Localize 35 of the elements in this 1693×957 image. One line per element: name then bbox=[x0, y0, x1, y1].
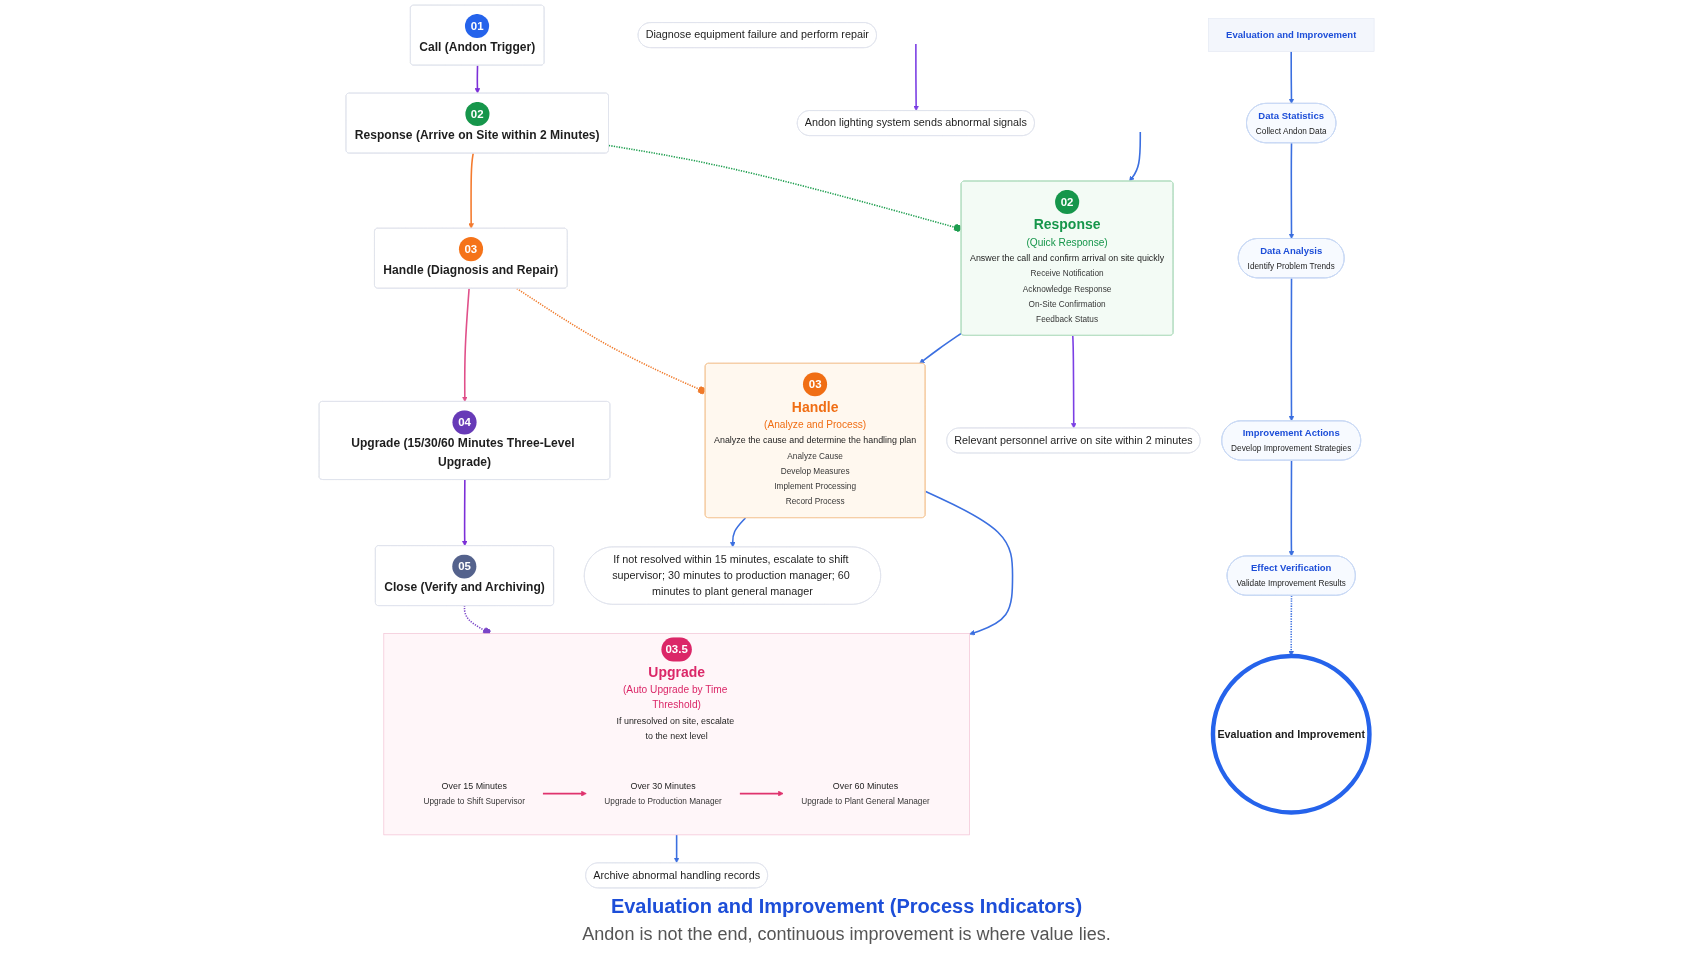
node-text: Andon lighting system sends abnormal signals bbox=[804, 116, 1027, 129]
arrow bbox=[729, 517, 747, 548]
arrow bbox=[1288, 277, 1295, 422]
arrow bbox=[474, 64, 481, 94]
node-text: 04 Upgrade (15/30/60 Minutes Three-Level Upgrade) bbox=[351, 416, 575, 468]
node-box: Evaluation and Improvement bbox=[1207, 18, 1375, 52]
caption: Andon is not the end, continuous improvement is where value lies. bbox=[582, 924, 1111, 945]
arrow bbox=[1288, 142, 1295, 240]
node-text: Relevant personnel arrive on site within 2 minutes bbox=[954, 434, 1193, 447]
arrow bbox=[468, 152, 474, 229]
node-text: 01 Call (Andon Trigger) bbox=[419, 19, 536, 54]
arrow bbox=[924, 490, 1014, 636]
arrow bbox=[541, 790, 587, 797]
arrow bbox=[461, 287, 470, 402]
arrow bbox=[1288, 459, 1295, 557]
arrow bbox=[1070, 334, 1077, 429]
node-text: Diagnose equipment failure and perform repair bbox=[645, 28, 869, 41]
node-text: Over 30 Minutes Upgrade to Production Manager bbox=[604, 780, 722, 807]
section-heading: Evaluation and Improvement (Process Indicators) bbox=[610, 895, 1083, 918]
node-text: Over 15 Minutes Upgrade to Shift Supervisor bbox=[423, 780, 525, 807]
node-text: If not resolved within 15 minutes, escalate to shift supervisor; 30 minutes to production manager; 60 minutes to plant general manager bbox=[612, 553, 850, 598]
arrow bbox=[461, 479, 468, 547]
node-text: 05 Close (Verify and Archiving) bbox=[384, 560, 545, 594]
node-text: 02 Response (Arrive on Site within 2 Minutes) bbox=[354, 107, 600, 142]
arrow bbox=[738, 790, 784, 797]
arrow bbox=[1129, 131, 1141, 182]
arrow bbox=[913, 43, 919, 112]
arrow bbox=[919, 332, 963, 364]
arrow bbox=[673, 834, 680, 864]
arrow bbox=[1288, 50, 1295, 104]
node-text: 03 Handle (Diagnosis and Repair) bbox=[383, 242, 559, 277]
connector bbox=[515, 287, 707, 395]
node-circle: Evaluation and Improvement bbox=[1210, 653, 1372, 815]
node-text: Archive abnormal handling records bbox=[593, 869, 760, 882]
node-text: Over 60 Minutes Upgrade to Plant General Manager bbox=[801, 780, 930, 807]
